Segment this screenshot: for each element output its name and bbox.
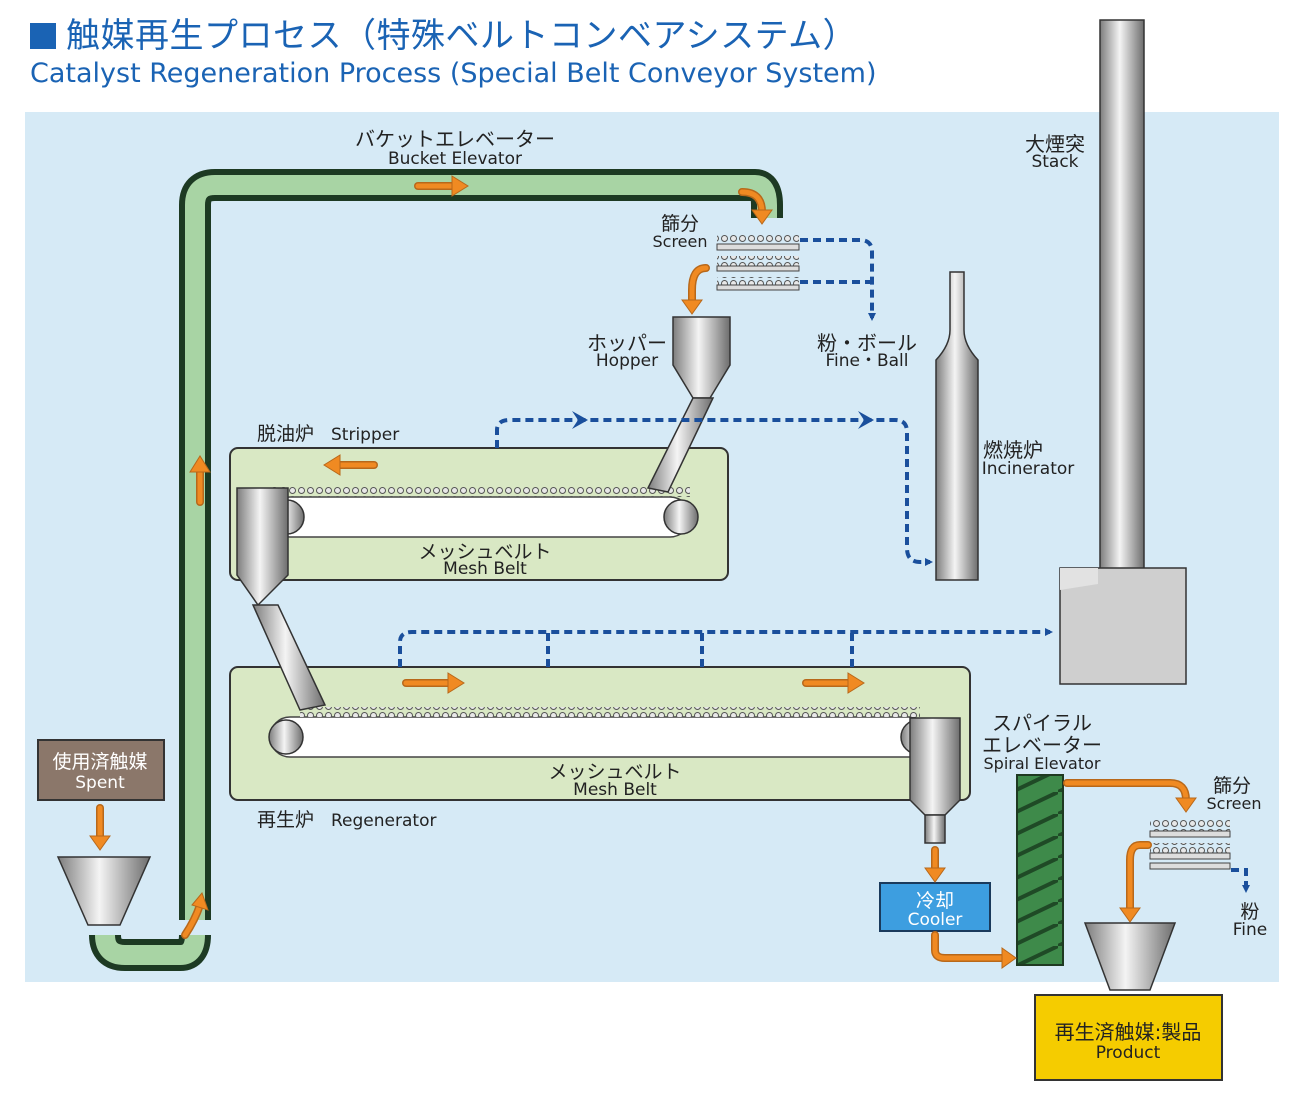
cooler-box <box>879 882 991 932</box>
product-label-en: Product <box>1096 1043 1161 1063</box>
screen-right <box>1149 819 1231 870</box>
incinerator <box>935 271 979 581</box>
regenerator-mesh-belt-label-ja: メッシュベルト <box>548 761 681 783</box>
fine-ball-label-ja: 粉・ボール <box>817 331 917 355</box>
stripper-label-ja: 脱油炉 <box>257 423 314 445</box>
regenerator-furnace <box>229 666 971 844</box>
transfer-chute <box>251 604 327 711</box>
furnace-labels: 脱油炉 Stripper 再生炉 Regenerator <box>257 423 436 831</box>
spent-label-en: Spent <box>75 773 125 793</box>
spent-hopper <box>56 856 152 926</box>
incinerator-label-en: Incinerator <box>982 459 1075 479</box>
stripper-furnace <box>229 447 729 607</box>
title-square-icon <box>30 23 56 49</box>
diagram-labels: バケットエレベーター Bucket Elevator 大煙突 Stack 篩分 … <box>52 127 1267 1063</box>
fine-label-en: Fine <box>1233 920 1268 940</box>
title-text: 触媒再生プロセス（特殊ベルトコンベアシステム） <box>66 16 858 56</box>
stack <box>1059 19 1187 685</box>
bucket-elevator <box>89 169 783 971</box>
screen-top-label-ja: 篩分 <box>661 213 699 235</box>
stripper-label-en: Stripper <box>331 425 399 445</box>
cooler-label-en: Cooler <box>908 910 963 930</box>
regenerator-mesh-belt-label-en: Mesh Belt <box>573 780 657 800</box>
product-label-ja: 再生済触媒:製品 <box>1055 1020 1202 1044</box>
cooler-label-ja: 冷却 <box>916 890 954 912</box>
fine-ball-label-en: Fine・Ball <box>825 351 908 371</box>
regenerator-label-ja: 再生炉 <box>257 809 314 831</box>
stack-label-ja: 大煙突 <box>1025 132 1085 156</box>
bucket-elevator-label-ja: バケットエレベーター <box>355 127 555 151</box>
spiral-elevator-label-ja-2: エレベーター <box>982 733 1102 757</box>
stripper-mesh-belt-label-ja: メッシュベルト <box>418 541 551 563</box>
product-box <box>1034 994 1223 1081</box>
screen-top-label-en: Screen <box>652 232 707 251</box>
hopper-label-ja: ホッパー <box>587 331 667 355</box>
screen-top <box>716 234 800 291</box>
fine-label-ja: 粉 <box>1240 901 1259 923</box>
stripper-mesh-belt-label-en: Mesh Belt <box>443 559 527 579</box>
flow-chevron-icons <box>572 411 874 429</box>
arrowhead-icons <box>89 175 1197 969</box>
regenerator-label-en: Regenerator <box>331 811 436 831</box>
bucket-elevator-label-en: Bucket Elevator <box>388 149 522 169</box>
spent-box <box>37 739 165 801</box>
page-title: 触媒再生プロセス（特殊ベルトコンベアシステム） <box>30 8 857 57</box>
spiral-elevator-label-en: Spiral Elevator <box>984 754 1101 773</box>
hopper-label-en: Hopper <box>596 351 658 371</box>
incinerator-label-ja: 燃焼炉 <box>983 438 1043 462</box>
page-subtitle: Catalyst Regeneration Process (Special B… <box>30 58 877 89</box>
stack-label-en: Stack <box>1031 152 1078 172</box>
screen-right-label-en: Screen <box>1206 794 1261 813</box>
spiral-elevator <box>1016 774 1064 966</box>
gas-lines <box>398 238 1250 893</box>
material-flow-arrows-inner <box>97 183 1189 961</box>
spiral-elevator-label-ja-1: スパイラル <box>992 711 1092 735</box>
spent-label-ja: 使用済触媒 <box>52 751 147 773</box>
product-hopper <box>1083 922 1177 991</box>
screen-right-label-ja: 篩分 <box>1213 775 1251 797</box>
